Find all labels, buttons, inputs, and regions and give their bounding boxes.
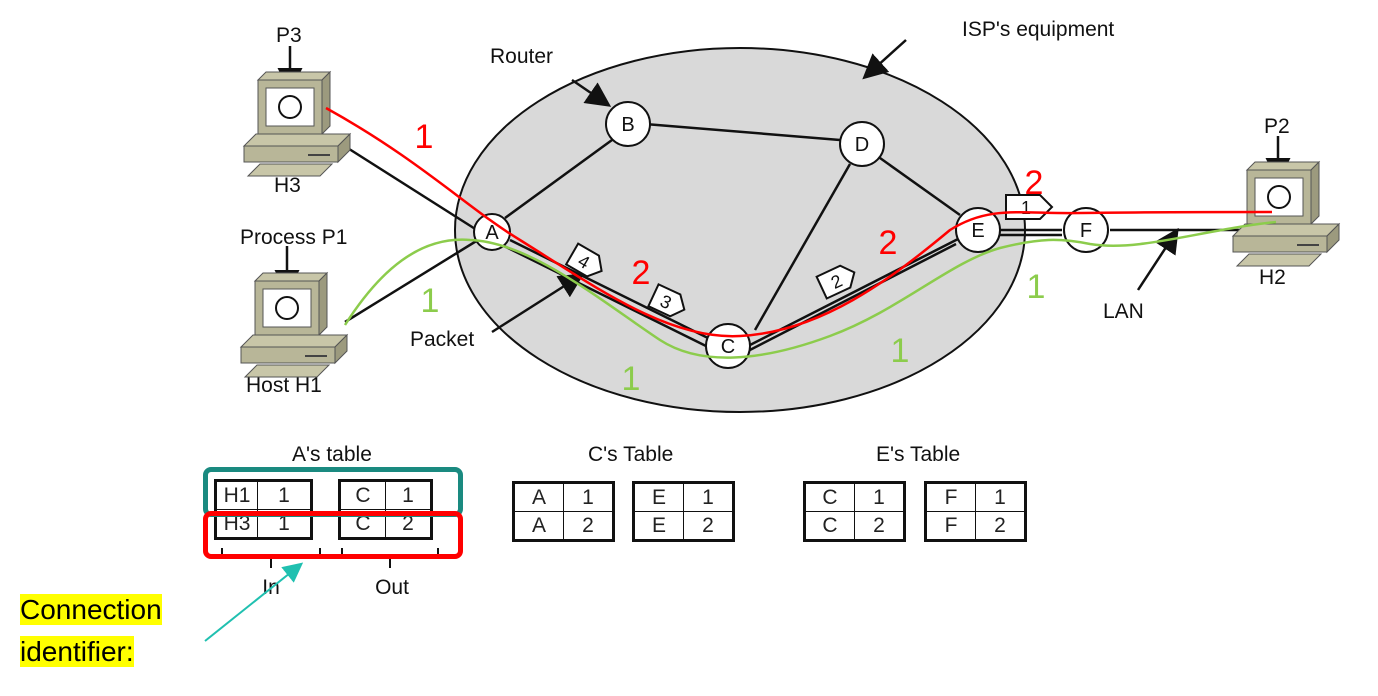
packet-3: 3 — [647, 283, 686, 318]
red-label-a-c: 2 — [632, 254, 651, 292]
red-path — [325, 106, 1273, 338]
lan-arrow — [1136, 227, 1179, 291]
out-label: Out — [375, 576, 409, 599]
p2-label: P2 — [1264, 115, 1290, 138]
green-label-a-c: 1 — [622, 360, 641, 398]
host-h1-label: Host H1 — [246, 374, 322, 397]
packet-label: Packet — [410, 328, 474, 351]
table-cell: 2 — [563, 511, 614, 541]
red-label-c-e: 2 — [879, 224, 898, 262]
table-cell: A — [513, 482, 564, 512]
table-cell: H1 — [215, 480, 258, 510]
node-f-label: F — [1080, 220, 1092, 242]
packet-2: 2 — [815, 264, 856, 300]
node-b — [605, 101, 651, 147]
red-label-h3-a: 1 — [415, 118, 434, 156]
router-arrow — [571, 78, 612, 107]
p3-label: P3 — [276, 24, 302, 47]
table-cell: 1 — [257, 480, 312, 510]
table-cell: 2 — [683, 511, 734, 541]
table-cell: C — [339, 480, 386, 510]
host-h3 — [243, 71, 351, 177]
node-b-label: B — [621, 114, 634, 136]
node-e-label: E — [971, 220, 984, 242]
packet-arrow — [491, 273, 585, 334]
router-label: Router — [490, 45, 553, 68]
table-cell: 1 — [975, 482, 1026, 512]
node-a-label: A — [485, 222, 499, 244]
h3-connection-highlight — [203, 511, 463, 559]
packet-4: 4 — [564, 242, 603, 278]
table-cell: 1 — [563, 482, 614, 512]
table-cell: E — [633, 482, 684, 512]
green-label-h1-a: 1 — [421, 282, 440, 320]
a-table-title: A's table — [292, 443, 372, 466]
h1-connection-highlight — [203, 467, 463, 517]
node-d-label: D — [855, 134, 869, 156]
host-h2 — [1232, 161, 1340, 267]
isp-arrow — [862, 39, 907, 80]
links — [334, 122, 1240, 354]
h3-label: H3 — [274, 174, 301, 197]
table-cell: 1 — [854, 482, 905, 512]
table-cell: F — [925, 482, 976, 512]
process-p1-label: Process P1 — [240, 226, 347, 249]
green-path — [343, 220, 1277, 359]
connection-identifier-line2: identifier: — [20, 636, 134, 667]
table-cell: C — [804, 511, 855, 541]
svg-text:1: 1 — [1021, 198, 1031, 218]
node-e — [955, 207, 1001, 253]
h2-label: H2 — [1259, 266, 1286, 289]
e-table-title: E's Table — [876, 443, 961, 466]
table-cell: C — [804, 482, 855, 512]
connection-identifier-line1: Connection — [20, 594, 162, 625]
table-cell: 2 — [854, 511, 905, 541]
table-cell: E — [633, 511, 684, 541]
node-c-label: C — [721, 336, 735, 358]
green-label-e-f: 1 — [1027, 268, 1046, 306]
table-cell: A — [513, 511, 564, 541]
table-cell: 1 — [683, 482, 734, 512]
red-label-e-f: 2 — [1025, 164, 1044, 202]
connection-identifier-arrow — [204, 562, 304, 642]
green-label-c-e: 1 — [891, 332, 910, 370]
c-table-title: C's Table — [588, 443, 674, 466]
node-d — [839, 121, 885, 167]
lan-label: LAN — [1103, 300, 1144, 323]
table-cell: F — [925, 511, 976, 541]
table-cell: 2 — [975, 511, 1026, 541]
host-h1 — [240, 272, 348, 378]
isp-label: ISP's equipment — [962, 18, 1114, 41]
